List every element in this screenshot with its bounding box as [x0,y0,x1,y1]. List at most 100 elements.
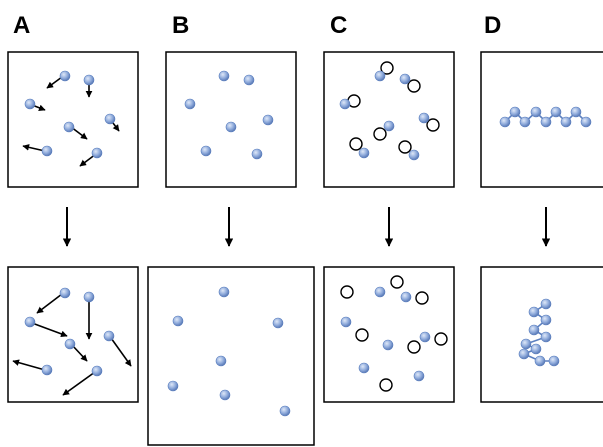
velocity-arrow [71,344,88,362]
panel-c-before [323,51,455,188]
particle [184,98,196,110]
open-circle [380,61,394,75]
particle [408,149,420,161]
velocity-arrow [22,144,46,152]
velocity-arrow [12,359,46,371]
panel-c-bottom-box [323,266,455,403]
particle [399,73,411,85]
particle [219,389,231,401]
chain-bead [560,116,572,128]
panel-b-top-box [165,51,297,188]
panel-a-bottom-box [7,266,139,403]
particle [225,121,237,133]
particle [63,121,75,133]
particle [413,370,425,382]
particle [41,145,53,157]
panel-label-d: D [484,12,501,39]
panel-b-bottom-box [147,266,315,446]
particle [272,317,284,329]
open-circle [373,127,387,141]
chain-bead [534,355,546,367]
particles [340,286,431,382]
particle [167,380,179,392]
particle [374,286,386,298]
chain-bead [528,306,540,318]
particle [59,287,71,299]
particle [358,147,370,159]
chain-bead [519,116,531,128]
chain-bead [540,331,552,343]
open-circles [340,275,448,392]
particles [167,286,291,417]
particle [24,98,36,110]
particle [262,114,274,126]
panel-label-c: C [330,12,347,39]
particle [104,113,116,125]
open-circles [347,61,440,154]
open-circle [426,118,440,132]
open-circle [398,140,412,154]
particle [358,362,370,374]
panel-a-top-box [7,51,139,188]
panel-b-after [147,266,315,446]
particle [218,70,230,82]
particle [218,286,230,298]
panel-b-before [165,51,297,188]
particle [374,70,386,82]
panel-d-top-box [480,51,603,188]
open-circle [434,332,448,346]
open-circle [390,275,404,289]
chain-bead [528,324,540,336]
chain-beads [518,298,560,367]
particle [340,316,352,328]
motion-arrows [22,76,120,167]
chain-bead [499,116,511,128]
particle [64,338,76,350]
particle [59,70,71,82]
chain-bead [518,348,530,360]
particle [215,355,227,367]
particle [419,331,431,343]
chain-bead [540,116,552,128]
motion-arrows [12,293,132,396]
particles [24,70,116,159]
particles [24,287,115,377]
chain-bead [540,298,552,310]
open-circle [407,79,421,93]
velocity-arrow [36,293,63,314]
particle [251,148,263,160]
panel-a-after [7,266,139,403]
particle [400,291,412,303]
velocity-arrow [31,322,68,338]
chain-bead [550,106,562,118]
open-circle [379,378,393,392]
particle [103,330,115,342]
particle [83,291,95,303]
open-circle [407,340,421,354]
chain-bead [548,355,560,367]
chain-bead [530,106,542,118]
particle [418,112,430,124]
panel-c-top-box [323,51,455,188]
particle [279,405,291,417]
particle [41,364,53,376]
panel-label-a: A [13,12,30,39]
chain-bead [509,106,521,118]
panel-d-bottom-box [480,266,603,403]
panel-d-before [480,51,603,188]
particles [184,70,274,160]
panel-a-before [7,51,139,188]
panel-label-b: B [172,12,189,39]
open-circle [349,137,363,151]
chain-bead [570,106,582,118]
panel-d-after [480,266,603,403]
particle [24,316,36,328]
particle [383,120,395,132]
open-circle [355,328,369,342]
chain-bead [540,314,552,326]
chain-bead [530,343,542,355]
panel-c-after [323,266,455,403]
particle [172,315,184,327]
open-circle [340,285,354,299]
